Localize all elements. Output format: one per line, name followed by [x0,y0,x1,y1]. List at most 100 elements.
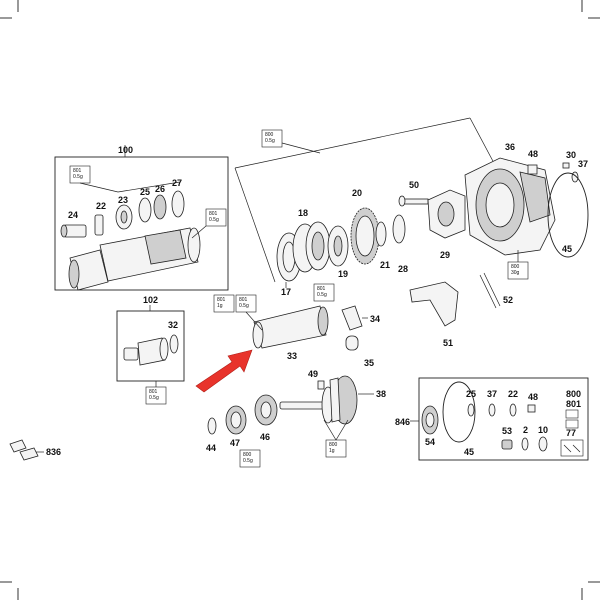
part-27-ring [171,190,185,218]
callout-26: 26 [155,184,165,194]
callout-22b: 22 [508,389,518,399]
callout-45b: 45 [464,447,474,457]
callout-46: 46 [260,432,270,442]
callout-36: 36 [505,142,515,152]
callout-800: 800 [566,389,581,399]
grease-tag-7: 801 0.5g [235,294,257,313]
grease-tag-9: 800 30g [507,261,529,280]
callout-20: 20 [352,188,362,198]
svg-text:801: 801 [217,297,226,303]
svg-text:800: 800 [243,452,252,458]
part-54-motor-bearing [421,405,439,435]
callout-19: 19 [338,269,348,279]
callout-836: 836 [46,447,61,457]
part-20-gear [350,207,380,265]
part-48a-nut [527,164,538,175]
callout-38: 38 [376,389,386,399]
grease-tins [565,409,579,429]
svg-text:30g: 30g [511,270,520,276]
part-38-crankshaft: 38 [279,375,386,425]
grease-tag-2: 801 0.5g [205,208,227,227]
part-25-seal [138,197,152,223]
part-44-washer [207,417,217,435]
part-25b-seal [467,403,475,417]
part-45b-seal-ring [442,381,476,443]
callout-47: 47 [230,438,240,448]
svg-text:0.5g: 0.5g [317,292,327,298]
part-22b-ring [509,403,517,417]
svg-text:1g: 1g [217,303,223,309]
grease-tag-11: 800 1g [325,439,347,458]
callout-25a: 25 [140,187,150,197]
assembly-846-group: 846 54 45 25 37 22 48 800 801 53 2 10 77 [395,377,589,461]
callout-100: 100 [118,145,133,155]
callout-37b: 37 [487,389,497,399]
grease-tag-6: 801 1g [213,294,235,313]
part-2-ring [521,437,529,451]
callout-34: 34 [370,314,380,324]
callout-44: 44 [206,443,216,453]
part-53-cap [501,439,513,450]
part-21-ring [375,221,387,247]
part-50-bolt: 50 [398,180,429,207]
svg-text:801: 801 [239,297,248,303]
callout-32: 32 [168,320,178,330]
part-28-washer [392,214,406,244]
callout-54: 54 [425,437,435,447]
callout-53: 53 [502,426,512,436]
callout-801: 801 [566,399,581,409]
part-30-plug [562,162,570,169]
callout-846: 846 [395,417,410,427]
part-32-ring [169,334,179,354]
grease-tag-3: 801 0.5g [145,386,167,405]
grease-tag-10: 800 0.5g [239,449,261,468]
callout-28: 28 [398,264,408,274]
svg-text:0.5g: 0.5g [149,395,159,401]
part-18-coupling [292,221,331,273]
callout-35: 35 [364,358,374,368]
svg-text:801: 801 [73,168,82,174]
svg-text:0.5g: 0.5g [73,174,83,180]
callout-48a: 48 [528,149,538,159]
part-29-flange: 29 [427,189,466,260]
callout-23: 23 [118,195,128,205]
svg-text:801: 801 [209,211,218,217]
assembly-102-group: 102 32 801 0.5g [116,295,185,405]
callout-25b: 25 [466,389,476,399]
grease-tag-1: 801 0.5g [69,165,91,184]
callout-48b: 48 [528,392,538,402]
part-52-pin: 52 [479,272,513,309]
part-48b-nut [527,404,536,413]
callout-10: 10 [538,425,548,435]
svg-text:800: 800 [265,132,274,138]
callout-2: 2 [523,425,528,435]
part-836-clips: 836 [9,439,61,461]
svg-text:1g: 1g [329,448,335,454]
part-46-bearing [254,394,278,426]
callout-77: 77 [566,428,576,438]
svg-text:801: 801 [149,389,158,395]
grease-tag-5: 800 0.5g [261,129,283,148]
grease-tag-8: 801 0.5g [313,283,335,302]
part-49-screw: 49 [308,369,325,390]
part-33-shaft: 33 [252,305,329,361]
part-35-piston: 35 [345,335,374,368]
callout-22a: 22 [96,201,106,211]
part-51-bracket: 51 [409,281,459,348]
callout-21: 21 [380,260,390,270]
callout-37a: 37 [578,159,588,169]
svg-text:800: 800 [511,264,520,270]
part-34-pin: 34 [341,305,380,331]
pointer-arrow [195,349,253,393]
part-22-ring [94,214,104,236]
part-77-brush-set [560,439,584,457]
callout-102: 102 [143,295,158,305]
callout-29: 29 [440,250,450,260]
gear-assembly: 800 0.5g 17 18 19 20 21 28 [234,117,496,297]
callout-33: 33 [287,351,297,361]
callout-45a: 45 [562,244,572,254]
assembly-100-group: 100 801 0.5g 24 22 23 25 26 27 [54,145,229,291]
callout-18: 18 [298,208,308,218]
